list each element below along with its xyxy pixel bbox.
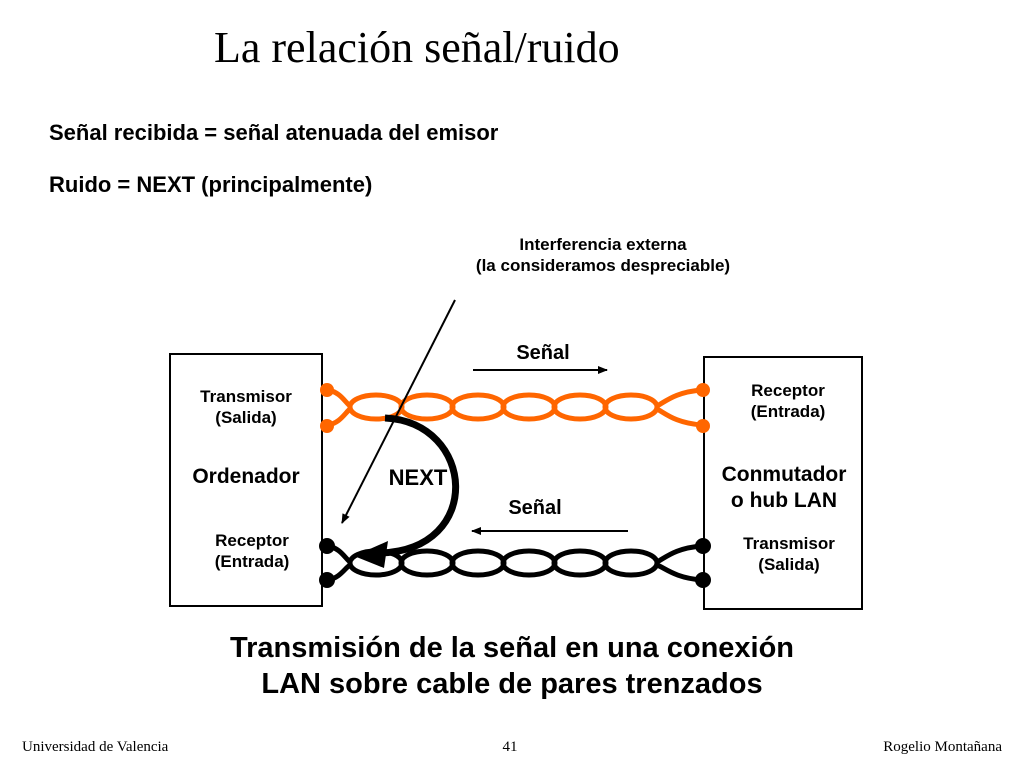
right-receiver-label: Receptor (Entrada) (713, 380, 863, 423)
switch-label: Conmutador o hub LAN (706, 462, 862, 515)
switch-label-line1: Conmutador (721, 463, 847, 486)
signal-label-top: Señal (516, 342, 570, 364)
tx-left-terminal-bottom (320, 419, 334, 433)
left-receiver-line2: (Entrada) (214, 552, 290, 572)
rx-left-terminal-bottom (319, 572, 335, 588)
right-transmitter-label: Transmisor (Salida) (711, 533, 867, 576)
switch-label-line2: o hub LAN (730, 489, 838, 513)
interference-label-line1: Interferencia externa (519, 235, 687, 254)
tx-right-terminal-bottom (696, 419, 710, 433)
left-receiver-label: Receptor (Entrada) (176, 530, 328, 573)
computer-label: Ordenador (192, 465, 300, 488)
right-receiver-line1: Receptor (751, 381, 825, 400)
tx-twisted-pair (327, 387, 703, 428)
left-transmitter-line2: (Salida) (215, 408, 277, 428)
rx-right-terminal-bottom (695, 572, 711, 588)
footer-author: Rogelio Montañana (883, 739, 1002, 755)
left-receiver-line1: Receptor (215, 531, 289, 550)
interference-arrow (341, 299, 456, 524)
right-transmitter-line1: Transmisor (743, 534, 835, 553)
tx-left-terminal-top (320, 383, 334, 397)
next-arrowhead (354, 541, 388, 568)
next-arrow (379, 414, 460, 557)
rx-right-terminal-top (695, 538, 711, 554)
rx-left-terminal-top (319, 538, 335, 554)
next-label: NEXT (388, 465, 448, 490)
bullet-signal: Señal recibida = señal atenuada del emis… (49, 120, 499, 145)
right-receiver-line2: (Entrada) (750, 402, 826, 422)
signal-label-bottom: Señal (508, 497, 562, 519)
interference-label: Interferencia externa (la consideramos d… (433, 234, 773, 277)
bullet-noise: Ruido = NEXT (principalmente) (49, 172, 373, 197)
left-transmitter-line1: Transmisor (200, 387, 292, 406)
caption-line2: LAN sobre cable de pares trenzados (261, 668, 763, 701)
rx-twisted-pair (327, 543, 703, 583)
right-transmitter-line2: (Salida) (758, 555, 820, 575)
computer-box (169, 353, 323, 607)
figure-caption: Transmisión de la señal en una conexión … (0, 630, 1024, 703)
footer-institution: Universidad de Valencia (22, 739, 169, 755)
caption-line1: Transmisión de la señal en una conexión (229, 632, 795, 664)
tx-right-terminal-top (696, 383, 710, 397)
left-transmitter-label: Transmisor (Salida) (173, 386, 319, 429)
slide-title: La relación señal/ruido (214, 23, 620, 72)
footer-page-number: 41 (502, 739, 518, 755)
switch-box (703, 356, 863, 610)
interference-label-line2: (la consideramos despreciable) (475, 256, 731, 276)
